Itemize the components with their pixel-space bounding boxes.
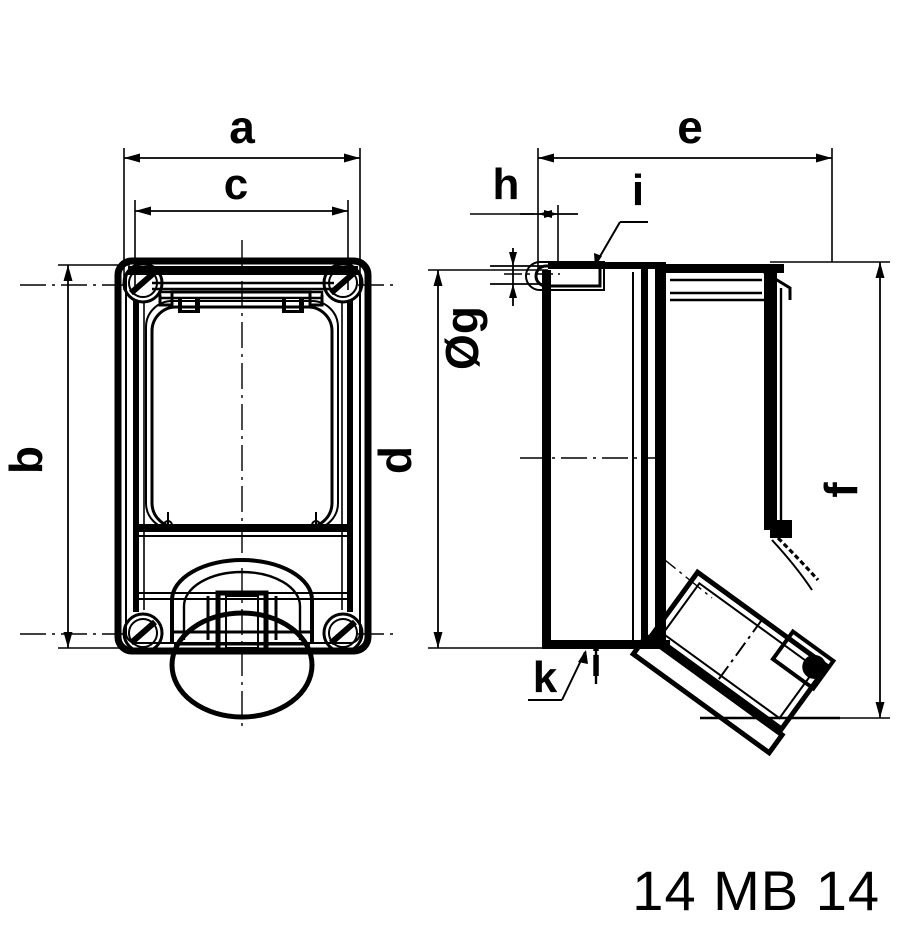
side-view-wall-mid-b	[655, 266, 666, 648]
dimension-label-k: k	[533, 653, 558, 702]
plug-latch-block	[770, 628, 837, 692]
front-view-latch-tab-right-inner	[286, 299, 299, 310]
dimension-label-i-bottom: i	[590, 641, 601, 685]
side-view-angled-plug	[629, 568, 837, 757]
g-arrow-top	[509, 252, 517, 266]
outlet-key-slot	[215, 590, 269, 654]
dimension-label-g: Øg	[436, 306, 488, 370]
dimension-line-d	[433, 270, 443, 648]
plug-latch-knob	[802, 654, 827, 679]
side-view-wall-left	[542, 270, 551, 648]
side-view-bottom-bar	[542, 640, 670, 649]
outlet-key-slot-inner	[225, 595, 259, 649]
front-view: a c b	[0, 101, 398, 730]
side-view-cover-lug	[770, 520, 792, 538]
outlet-barrel-inner	[182, 570, 302, 640]
part-number-label: 14 MB 14	[632, 859, 880, 922]
dimension-line-c	[135, 206, 348, 216]
dimension-label-b: b	[0, 446, 52, 474]
dimension-label-a: a	[229, 101, 255, 153]
front-view-divider-band	[136, 524, 350, 532]
outlet-barrel	[170, 558, 314, 643]
front-view-latch-tab-left-inner	[182, 299, 195, 310]
leader-arrow-k	[578, 650, 588, 664]
dimension-line-f	[875, 262, 885, 718]
dimension-label-i: i	[632, 166, 644, 215]
front-view-screws	[122, 262, 364, 654]
dimension-label-f: f	[815, 482, 867, 498]
front-view-frame-top-edge	[158, 290, 324, 300]
plug-face-flange	[629, 632, 786, 757]
dimension-line-h	[520, 210, 578, 218]
dimension-line-e	[538, 153, 832, 163]
dimension-label-h: h	[493, 160, 520, 209]
plug-centerline	[659, 555, 713, 599]
front-view-hinge-marks	[163, 512, 321, 530]
screw-top-left	[122, 262, 164, 304]
side-view-cover-wall-right	[764, 272, 777, 530]
dimension-label-e: e	[677, 101, 703, 153]
dimension-label-c: c	[224, 160, 248, 209]
front-view-outlet-assembly	[169, 558, 315, 720]
side-view-cover-corner	[763, 270, 792, 300]
g-arrow-bottom	[509, 284, 517, 298]
side-view-top-bar-left	[548, 262, 666, 269]
side-view: e h i Øg	[369, 101, 890, 757]
screw-top-right	[322, 262, 364, 304]
dimension-line-b	[63, 265, 73, 648]
side-view-wall-mid-a	[641, 268, 648, 646]
front-view-lid-top-bar	[128, 266, 358, 275]
screw-bottom-right	[322, 612, 364, 654]
side-view-top-bar-right	[666, 264, 784, 273]
plug-divider	[715, 618, 764, 683]
side-view-extension-lines	[470, 148, 833, 270]
side-view-hinge-link-2	[771, 539, 813, 591]
outlet-face-circle	[169, 610, 315, 720]
plug-face-bar	[650, 632, 783, 732]
dimension-label-d: d	[369, 446, 421, 474]
screw-bottom-left	[122, 612, 164, 654]
side-view-cover-profile	[670, 278, 766, 302]
dimension-line-a	[124, 153, 360, 163]
